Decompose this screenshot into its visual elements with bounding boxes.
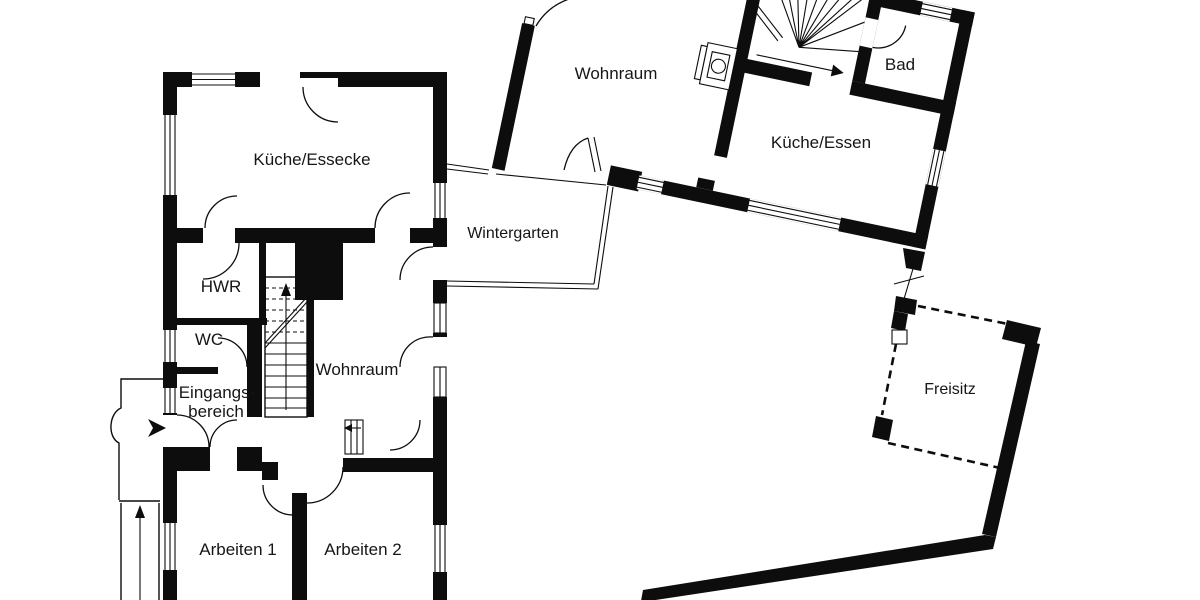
freisitz-dashed-boundary <box>917 304 1014 327</box>
door-arcs <box>176 86 434 516</box>
room-label-wohnraum-left: Wohnraum <box>316 360 399 379</box>
chimney-block <box>295 243 343 300</box>
walkway-arrow-icon <box>135 505 145 518</box>
freisitz-dashed-boundary <box>880 343 898 416</box>
freisitz-pillar <box>894 296 917 315</box>
wall-stub <box>696 177 715 191</box>
wall <box>433 333 447 337</box>
room-label-wc: WC <box>195 330 223 349</box>
wall <box>731 56 813 87</box>
wall-corner <box>1002 320 1041 347</box>
window <box>636 175 664 195</box>
garden-wall <box>982 341 1040 537</box>
wall <box>849 80 957 117</box>
wall <box>163 447 210 471</box>
window <box>163 330 177 362</box>
entry-path <box>110 378 166 600</box>
room-label-kueche-essecke: Küche/Essecke <box>253 150 370 169</box>
window <box>925 148 946 187</box>
fireplace-icon <box>693 41 739 91</box>
left-wing <box>110 72 447 600</box>
wall <box>292 493 307 600</box>
room-label-arbeiten-2: Arbeiten 2 <box>324 540 402 559</box>
wall-lintel <box>300 72 340 78</box>
wall <box>491 23 535 171</box>
wall <box>177 318 267 325</box>
door-arc <box>872 25 907 49</box>
wall <box>247 323 262 417</box>
wall-corner <box>903 248 925 271</box>
room-label-arbeiten-1: Arbeiten 1 <box>199 540 277 559</box>
room-label-bad: Bad <box>885 55 915 74</box>
wall <box>259 243 266 321</box>
window <box>163 115 177 195</box>
glass-door <box>433 366 447 398</box>
wall <box>343 458 443 472</box>
window <box>920 1 953 22</box>
wall <box>177 367 247 374</box>
window <box>747 198 842 232</box>
room-labels: Küche/Essecke HWR WC Eingangs- bereich W… <box>179 55 976 559</box>
door-arc <box>535 0 569 27</box>
freisitz-dashed-boundary <box>887 441 1001 470</box>
room-label-kueche-essen: Küche/Essen <box>771 133 871 152</box>
room-label-eingangsbereich-2: bereich <box>188 402 244 421</box>
window <box>433 183 447 218</box>
duct-icon <box>344 419 364 455</box>
garden-wall <box>641 535 996 600</box>
window <box>192 72 235 87</box>
freisitz-post <box>891 329 908 345</box>
window <box>433 525 447 572</box>
wall <box>237 447 262 471</box>
spiral-stair-arrow-icon <box>830 64 844 77</box>
room-label-eingangsbereich-1: Eingangs- <box>179 383 256 402</box>
staircase-spiral <box>750 0 871 77</box>
room-label-freisitz: Freisitz <box>924 381 976 398</box>
window <box>163 523 177 570</box>
glass-door <box>433 302 447 334</box>
wintergarten-door <box>563 136 602 173</box>
stair-up-arrow-icon <box>281 283 291 296</box>
room-label-wintergarten: Wintergarten <box>467 225 559 242</box>
wintergarten-glass-walls <box>446 136 614 290</box>
right-wing <box>491 0 975 250</box>
wall <box>433 280 447 303</box>
staircase-main <box>264 276 308 418</box>
wall-jamb <box>523 16 535 27</box>
wall <box>912 9 975 250</box>
freisitz-pillar <box>891 311 908 331</box>
entrance-arrow-icon <box>148 419 166 437</box>
room-label-wohnraum-right: Wohnraum <box>575 64 658 83</box>
freisitz-area <box>641 248 1041 600</box>
room-label-hwr: HWR <box>201 277 242 296</box>
wall-jamb <box>262 462 278 480</box>
wall <box>307 300 314 417</box>
wall <box>338 72 447 87</box>
window <box>163 388 177 413</box>
wall <box>433 218 447 247</box>
freisitz-pillar <box>872 416 893 441</box>
section-mark <box>893 261 925 300</box>
